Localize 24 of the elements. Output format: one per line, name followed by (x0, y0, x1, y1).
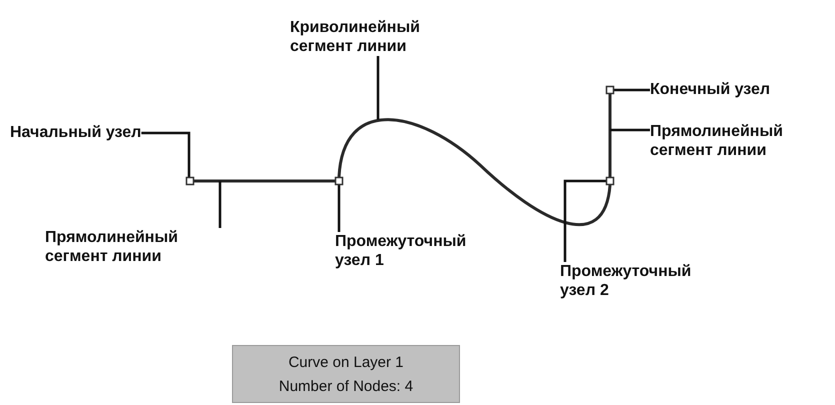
callout-label: Криволинейный сегмент линии (290, 18, 425, 56)
callout-label: Прямолинейный сегмент линии (45, 228, 225, 266)
line-segment (338, 118, 612, 226)
callout-label: Промежуточный узел 2 (560, 262, 700, 300)
leader-line (564, 180, 606, 262)
leader-line (141, 132, 190, 178)
status-text: Curve on Layer 1 (287, 353, 405, 373)
line-segment (608, 94, 612, 177)
node-handle (606, 86, 614, 94)
callout-label: Прямолинейный сегмент линии (650, 122, 790, 160)
leader-line (218, 181, 222, 228)
callout-label: Конечный узел (650, 80, 820, 99)
status-text: Number of Nodes: 4 (278, 377, 414, 397)
leader-line (376, 56, 380, 120)
leader-line (610, 128, 650, 132)
leader-line (614, 88, 650, 92)
status-bar (232, 345, 460, 403)
callout-label: Начальный узел (10, 123, 142, 142)
node-handle (334, 176, 344, 186)
node-handle (186, 176, 194, 186)
node-handle (606, 176, 614, 186)
leader-line (338, 184, 340, 232)
line-segment (194, 180, 335, 182)
callout-label: Промежуточный узел 1 (335, 232, 475, 270)
